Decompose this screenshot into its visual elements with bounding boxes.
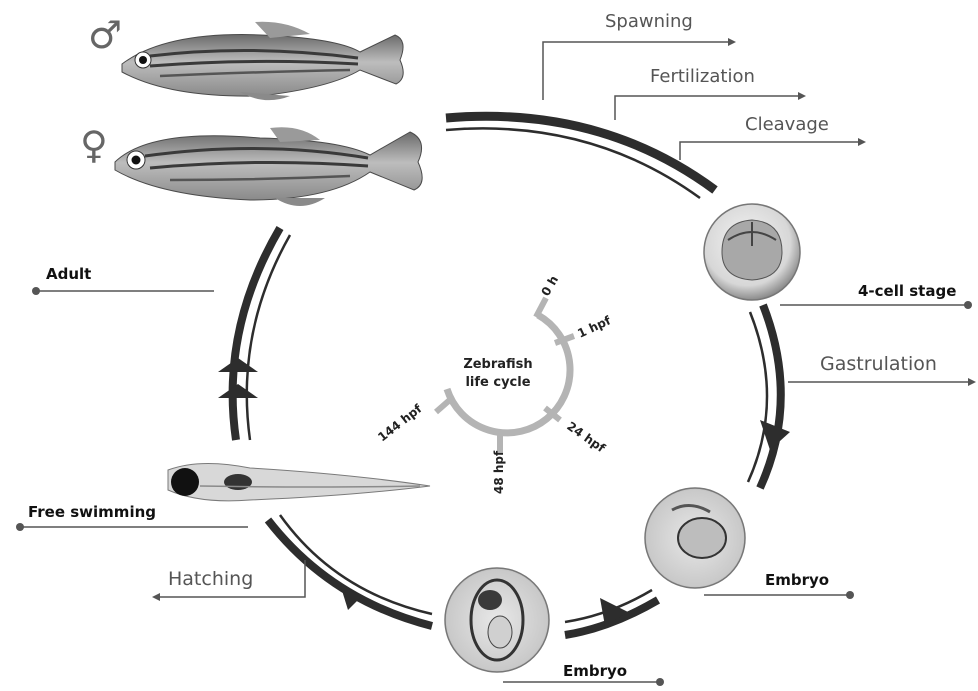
arrow-head-icon (858, 138, 866, 146)
circle-end-icon (846, 591, 854, 599)
clock-title-line1: Zebrafish (463, 357, 532, 372)
label-fertilization: Fertilization (650, 66, 755, 87)
arc-top-inner (446, 128, 700, 198)
arc-right-outer (760, 305, 781, 488)
clock-title: Zebrafish life cycle (463, 357, 532, 390)
arrow-head-icon (218, 384, 258, 398)
female-symbol: ♀ (80, 123, 108, 167)
circle-end-icon (656, 678, 664, 686)
clock-title-line2: life cycle (465, 375, 530, 390)
egg-4-cell-image (704, 204, 800, 300)
clock-tick-144hpf (436, 398, 452, 412)
label-adult: Adult (46, 265, 91, 283)
label-free-swimming: Free swimming (28, 503, 156, 521)
embryo-image (645, 488, 745, 588)
arrow-head-icon (798, 92, 806, 100)
circle-end-icon (964, 301, 972, 309)
male-fish-image (122, 22, 403, 100)
female-fish-image (115, 127, 422, 206)
clock-label-0h: 0 h (538, 273, 561, 298)
circle-end-icon (16, 523, 24, 531)
arc-left-outer (233, 228, 280, 440)
label-gastrulation: Gastrulation (820, 353, 937, 375)
arc-right-inner (748, 312, 767, 482)
label-4cell: 4-cell stage (858, 282, 956, 300)
clock-label-48hpf: 48 hpf (492, 450, 506, 494)
clock-label-1hpf: 1 hpf (575, 313, 613, 341)
embryo-late-image (445, 568, 549, 672)
arc-left-inner (247, 235, 290, 440)
label-embryo-right: Embryo (765, 571, 829, 589)
clock-label-24hpf: 24 hpf (564, 419, 608, 456)
label-embryo-bottom: Embryo (563, 662, 627, 680)
arrow-head-icon (340, 584, 362, 610)
label-spawning: Spawning (605, 11, 693, 32)
arc-bottom-left-outer (268, 520, 432, 626)
arrow-head-icon (152, 593, 160, 601)
label-cleavage: Cleavage (745, 114, 829, 135)
arrow-head-icon (218, 358, 258, 372)
leader-cleavage (680, 142, 858, 160)
arrow-head-icon (968, 378, 976, 386)
larva-image (168, 463, 430, 500)
circle-end-icon (32, 287, 40, 295)
male-symbol: ♂ (88, 13, 122, 57)
clock-label-144hpf: 144 hpf (375, 401, 425, 444)
arrow-head-icon (728, 38, 736, 46)
label-hatching: Hatching (168, 568, 253, 590)
